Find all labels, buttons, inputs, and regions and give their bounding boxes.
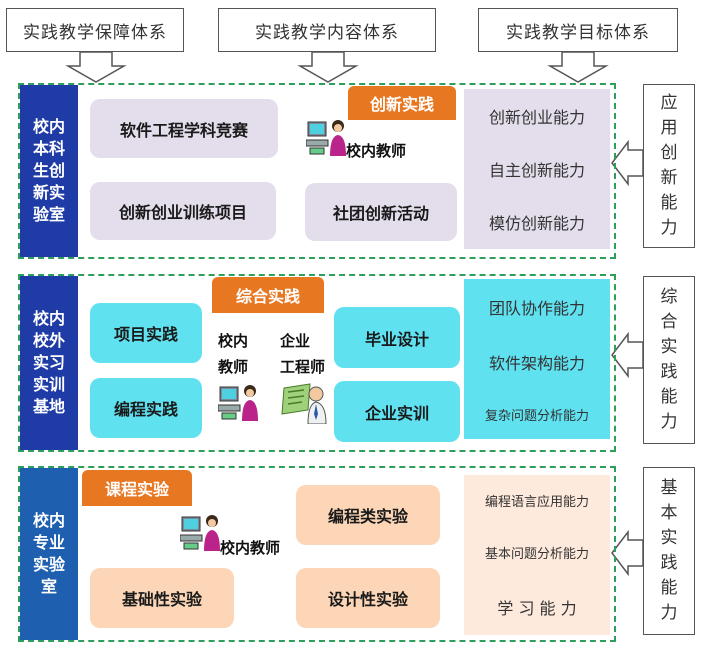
section-comprehensive: [18, 274, 616, 452]
tag-text: 课程实验: [104, 480, 169, 499]
goal-applied-innovation: 应用创新能力: [643, 84, 695, 248]
goal-text: 应用创新能力: [660, 93, 678, 238]
header-support-system: 实践教学保障体系: [6, 8, 184, 52]
teacher-label-line2: 教师: [218, 358, 249, 376]
ability-item: 软件架构能力: [488, 353, 585, 373]
abilities-panel-comprehensive: 团队协作能力 软件架构能力 复杂问题分析能力: [464, 279, 610, 439]
section-course-experiment: [18, 466, 616, 642]
ability-item: 复杂问题分析能力: [484, 408, 589, 424]
side-label-training-base: 校内校外实习实训基地: [20, 276, 78, 450]
box-basic-experiment: 基础性实验: [90, 568, 234, 628]
tag-text: 综合实践: [235, 287, 300, 306]
ability-item: 团队协作能力: [488, 298, 585, 318]
teacher-label-line1: 校内: [218, 332, 249, 350]
ability-item: 模仿创新能力: [488, 214, 585, 234]
teacher-computer-icon: [306, 120, 346, 156]
ability-item: 基本问题分析能力: [484, 546, 589, 562]
side-label-text: 校内本科生创新实验室: [32, 117, 65, 224]
tag-comprehensive-practice: 综合实践: [212, 277, 324, 313]
ability-item: 学 习 能 力: [497, 598, 577, 618]
side-label-innovation-lab: 校内本科生创新实验室: [20, 85, 78, 257]
box-text: 毕业设计: [364, 329, 429, 349]
box-text: 社团创新活动: [332, 204, 429, 223]
tag-innovation-practice: 创新实践: [348, 86, 456, 120]
box-text: 设计性实验: [327, 590, 408, 609]
down-arrow-goal: [547, 51, 609, 83]
teacher-computer-icon: [218, 385, 258, 421]
teacher-computer-icon: [180, 515, 220, 551]
tag-course-experiment: 课程实验: [82, 470, 192, 506]
left-arrow-2: [611, 331, 644, 379]
header-support-label: 实践教学保障体系: [23, 22, 167, 43]
teacher-label: 校内教师: [346, 142, 407, 160]
box-text: 创新创业训练项目: [118, 203, 247, 222]
section-innovation: [18, 83, 616, 259]
box-programming-practice: 编程实践: [90, 378, 202, 438]
side-label-professional-lab: 校内专业实验室: [20, 468, 78, 640]
box-software-engineering-contest: 软件工程学科竞赛: [90, 99, 278, 158]
box-enterprise-training: 企业实训: [334, 381, 460, 442]
box-text: 项目实践: [113, 325, 178, 344]
engineer-icon: [281, 383, 327, 424]
box-text: 编程实践: [113, 400, 178, 419]
engineer-label-line1: 企业: [280, 332, 311, 350]
engineer-label-line2: 工程师: [280, 358, 326, 376]
tag-text: 创新实践: [369, 95, 434, 114]
ability-item: 创新创业能力: [488, 107, 585, 127]
abilities-panel-basic: 编程语言应用能力 基本问题分析能力 学 习 能 力: [464, 475, 610, 635]
box-club-innovation-activity: 社团创新活动: [305, 183, 457, 241]
left-arrow-1: [611, 139, 644, 187]
header-content-label: 实践教学内容体系: [255, 22, 399, 43]
ability-item: 自主创新能力: [488, 160, 585, 180]
box-graduation-design: 毕业设计: [334, 307, 460, 368]
header-goal-system: 实践教学目标体系: [478, 8, 678, 52]
ability-item: 编程语言应用能力: [484, 495, 589, 511]
box-programming-experiment: 编程类实验: [296, 485, 440, 545]
box-design-experiment: 设计性实验: [296, 568, 440, 628]
goal-text: 综合实践能力: [660, 287, 678, 432]
box-text: 企业实训: [364, 403, 429, 423]
side-label-text: 校内校外实习实训基地: [32, 309, 65, 416]
down-arrow-support: [65, 51, 127, 83]
abilities-panel-innovation: 创新创业能力 自主创新能力 模仿创新能力: [464, 89, 610, 249]
box-text: 基础性实验: [121, 590, 202, 609]
down-arrow-content: [297, 51, 359, 83]
goal-comprehensive-practice: 综合实践能力: [643, 276, 695, 444]
teacher-label: 校内教师: [220, 539, 281, 557]
left-arrow-3: [611, 529, 644, 577]
goal-basic-practice: 基本实践能力: [643, 467, 695, 635]
box-text: 编程类实验: [327, 507, 408, 526]
header-goal-label: 实践教学目标体系: [506, 22, 650, 43]
goal-text: 基本实践能力: [660, 478, 678, 623]
box-text: 软件工程学科竞赛: [119, 120, 248, 140]
side-label-text: 校内专业实验室: [32, 511, 65, 596]
box-innovation-training-project: 创新创业训练项目: [90, 182, 276, 240]
box-project-practice: 项目实践: [90, 303, 202, 363]
